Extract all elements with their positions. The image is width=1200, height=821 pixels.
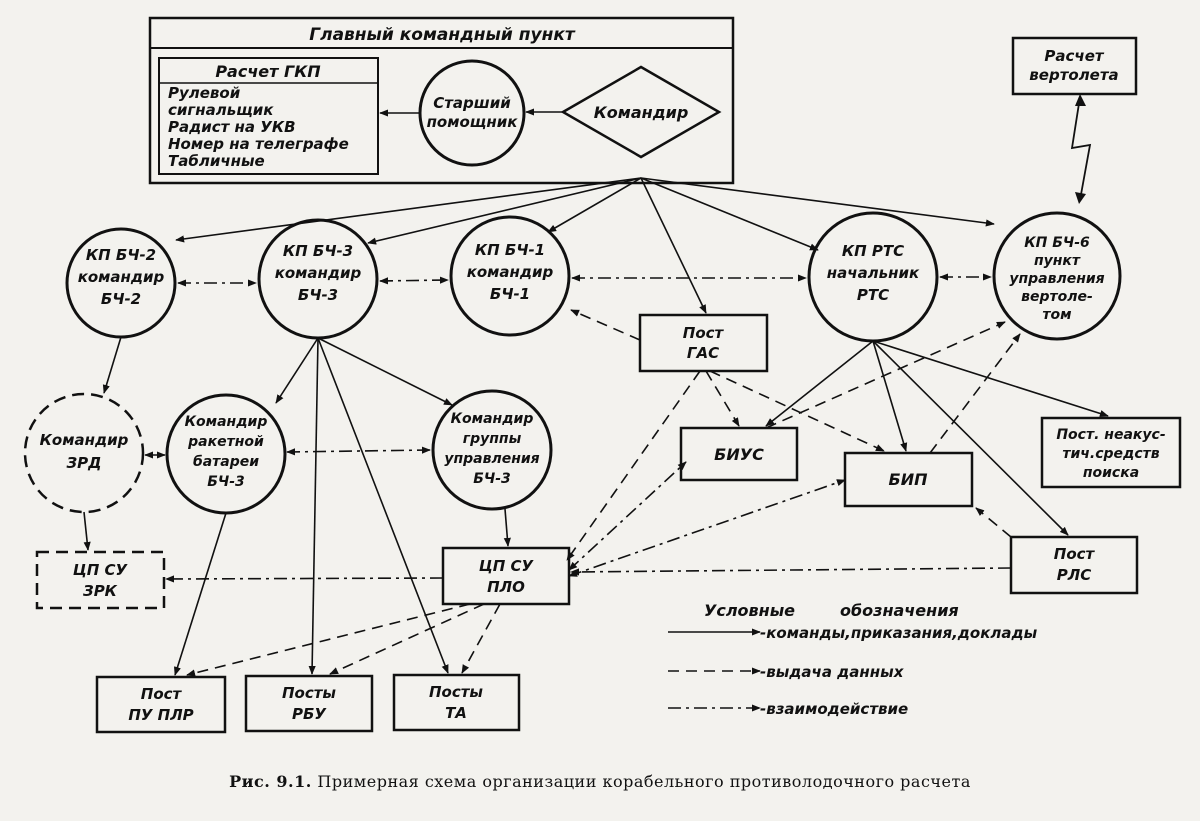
crew-item: Табличные <box>168 152 265 170</box>
svg-text:Командир: Командир <box>40 431 129 449</box>
gkp-crew-box: Расчет ГКП Рулевой сигнальщик Радист на … <box>158 57 379 175</box>
svg-text:РЛС: РЛС <box>1057 566 1091 584</box>
kp-rts-node: КП РТС начальник РТС <box>807 211 939 343</box>
svg-text:тич.средств: тич.средств <box>1062 446 1159 462</box>
figure-caption: Рис. 9.1. Примерная схема организации ко… <box>0 772 1200 791</box>
svg-text:вертолета: вертолета <box>1029 66 1118 84</box>
svg-text:КП БЧ-2: КП БЧ-2 <box>86 246 156 264</box>
interaction-links <box>144 273 1012 583</box>
svg-text:БЧ-3: БЧ-3 <box>207 474 245 490</box>
biys-box: БИУС <box>679 426 799 482</box>
svg-text:БИП: БИП <box>889 470 929 489</box>
svg-text:ПУ ПЛР: ПУ ПЛР <box>128 706 193 724</box>
svg-text:БЧ-1: БЧ-1 <box>490 285 530 303</box>
gkp-title: Главный командный пункт <box>309 25 576 45</box>
svg-text:КП БЧ-6: КП БЧ-6 <box>1024 235 1090 251</box>
svg-text:Пост: Пост <box>141 685 183 703</box>
control-group-commander-node: Командир группы управления БЧ-3 <box>431 389 553 511</box>
kp-bch3-node: КП БЧ-3 командир БЧ-3 <box>257 218 379 340</box>
svg-text:пункт: пункт <box>1034 253 1081 269</box>
post-gas-box: Пост ГАС <box>638 313 769 373</box>
svg-text:ЗРК: ЗРК <box>83 582 118 600</box>
svg-text:помощник: помощник <box>427 113 519 131</box>
bip-box: БИП <box>843 451 974 508</box>
svg-text:Пост: Пост <box>1054 545 1096 563</box>
svg-text:управления: управления <box>444 451 539 467</box>
svg-text:Командир: Командир <box>451 411 534 427</box>
svg-text:КП БЧ-3: КП БЧ-3 <box>283 242 353 260</box>
zrd-commander-node: Командир ЗРД <box>23 392 145 514</box>
data-links <box>186 309 1021 677</box>
kp-bch1-node: КП БЧ-1 командир БЧ-1 <box>449 215 571 337</box>
svg-text:группы: группы <box>463 431 522 447</box>
post-pu-plr-box: Пост ПУ ПЛР <box>95 675 227 734</box>
legend-item-label: -команды,приказания,доклады <box>760 624 1038 642</box>
kp-bch2-node: КП БЧ-2 командир БЧ-2 <box>65 227 177 339</box>
figure-number: Рис. 9.1. <box>229 772 312 791</box>
figure-caption-text: Примерная схема организации корабельного… <box>317 772 971 791</box>
legend-item-label: -выдача данных <box>760 663 905 681</box>
svg-text:Расчет: Расчет <box>1044 47 1104 65</box>
svg-text:батареи: батареи <box>193 454 259 470</box>
cp-su-plo-box: ЦП СУ ПЛО <box>441 546 571 606</box>
svg-text:ЗРД: ЗРД <box>66 454 101 472</box>
main-command-post: Главный командный пункт Расчет ГКП Рулев… <box>148 16 735 185</box>
senior-assistant-node: Старший помощник <box>418 59 526 167</box>
svg-text:ТА: ТА <box>445 704 467 722</box>
svg-text:БИУС: БИУС <box>714 445 764 464</box>
svg-text:БЧ-3: БЧ-3 <box>473 471 511 487</box>
svg-text:Пост. неакус-: Пост. неакус- <box>1056 427 1165 443</box>
radio-link-zigzag <box>1070 96 1092 201</box>
crew-item: Радист на УКВ <box>168 118 296 136</box>
cp-su-zrk-box: ЦП СУ ЗРК <box>35 550 166 610</box>
posts-ta-box: Посты ТА <box>392 673 521 732</box>
helicopter-crew-box: Расчет вертолета <box>1011 36 1138 96</box>
rocket-battery-commander-node: Командир ракетной батареи БЧ-3 <box>165 393 287 515</box>
nonacoustic-post-box: Пост. неакус- тич.средств поиска <box>1040 416 1182 489</box>
svg-text:командир: командир <box>275 264 362 282</box>
command-links <box>83 177 1109 676</box>
crew-item: сигнальщик <box>168 101 274 119</box>
svg-text:ракетной: ракетной <box>187 434 264 450</box>
legend-item-label: -взаимодействие <box>760 700 908 718</box>
svg-text:ЦП СУ: ЦП СУ <box>73 561 129 579</box>
svg-text:поиска: поиска <box>1083 465 1139 481</box>
svg-text:Командир: Командир <box>185 414 268 430</box>
svg-text:КП РТС: КП РТС <box>842 242 904 260</box>
svg-text:вертоле-: вертоле- <box>1021 289 1093 305</box>
svg-text:Командир: Командир <box>594 103 689 122</box>
svg-text:КП БЧ-1: КП БЧ-1 <box>475 241 545 259</box>
gkp-crew-title: Расчет ГКП <box>215 62 321 81</box>
svg-text:Посты: Посты <box>429 683 483 701</box>
svg-text:начальник: начальник <box>827 264 920 282</box>
svg-text:РТС: РТС <box>857 286 889 304</box>
legend-title: обозначения <box>840 601 959 620</box>
svg-text:РБУ: РБУ <box>292 705 327 723</box>
kp-bch6-node: КП БЧ-6 пункт управления вертоле- том <box>992 211 1122 341</box>
svg-text:ПЛО: ПЛО <box>487 578 525 596</box>
svg-text:ЦП СУ: ЦП СУ <box>479 557 535 575</box>
commander-node: Командир <box>560 65 722 159</box>
svg-text:том: том <box>1042 307 1071 323</box>
svg-text:Посты: Посты <box>282 684 336 702</box>
legend: Условные обозначения -команды,приказания… <box>668 601 1038 718</box>
legend-title: Условные <box>704 601 795 620</box>
svg-text:командир: командир <box>467 263 554 281</box>
svg-text:управления: управления <box>1009 271 1104 287</box>
posts-rbu-box: Посты РБУ <box>244 674 374 733</box>
svg-text:БЧ-3: БЧ-3 <box>298 286 338 304</box>
svg-text:БЧ-2: БЧ-2 <box>101 290 141 308</box>
svg-text:Старший: Старший <box>433 94 511 112</box>
crew-item: Рулевой <box>168 84 241 102</box>
post-rls-box: Пост РЛС <box>1009 535 1139 595</box>
crew-item: Номер на телеграфе <box>168 135 349 153</box>
svg-text:Пост: Пост <box>683 324 725 342</box>
svg-text:ГАС: ГАС <box>687 344 719 362</box>
svg-text:командир: командир <box>78 268 165 286</box>
